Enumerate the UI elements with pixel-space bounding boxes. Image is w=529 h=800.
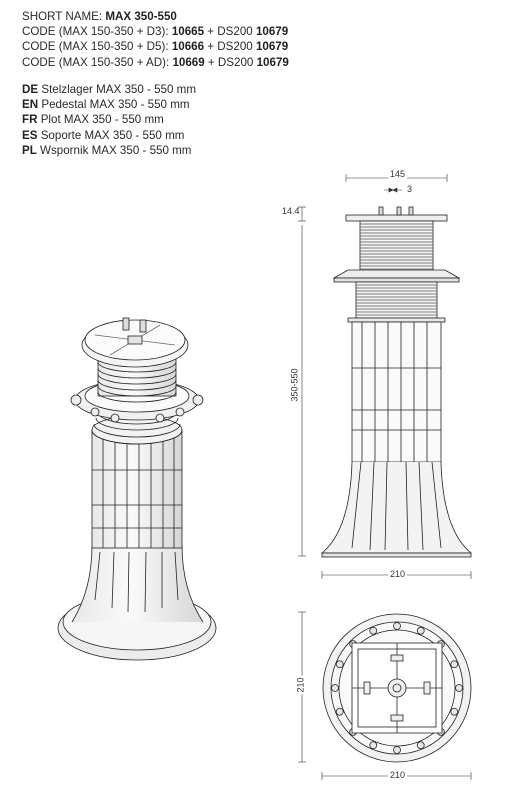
plan-hole [393,622,401,630]
language-text: Soporte MAX 350 - 550 mm [37,128,185,142]
dim-base-width-plan: 210 [388,770,408,780]
language-code: ES [22,128,38,142]
plan-hole [455,684,463,692]
pedestal-perspective-view [57,317,217,661]
code-line: CODE (MAX 150-350 + D5): 10666 + DS200 1… [22,39,289,54]
short-name-value: MAX 350-550 [105,10,177,23]
plan-hole [450,707,459,716]
language-line: PL Wspornik MAX 350 - 550 mm [22,143,196,158]
code-line: CODE (MAX 150-350 + D3): 10665 + DS200 1… [22,24,289,39]
code-mid: + DS200 [204,55,257,69]
lower-thread [91,411,183,445]
language-text: Pedestal MAX 350 - 550 mm [38,98,190,112]
language-code: FR [22,113,38,127]
code-prefix: CODE (MAX 150-350 + AD): [22,55,173,69]
plan-hole [450,660,459,669]
code-mid: + DS200 [204,25,256,39]
dim-height-range: 350-550 [289,366,300,404]
dim-base-height-plan: 210 [295,675,306,695]
language-code: DE [22,83,39,96]
plan-hole [369,741,378,750]
language-line: FR Plot MAX 350 - 550 mm [22,112,196,127]
language-code: EN [22,98,39,112]
language-code: PL [22,143,37,157]
plan-hole [393,746,401,754]
code-number: 10679 [255,40,289,54]
short-name-line: SHORT NAME: MAX 350-550 [22,9,289,24]
code-number: 10666 [171,40,205,54]
language-text: Wspornik MAX 350 - 550 mm [36,143,192,157]
dim-top-thickness: 14.4 [282,206,300,216]
code-prefix: CODE (MAX 150-350 + D3): [22,25,172,39]
code-line: CODE (MAX 150-350 + AD): 10669 + DS200 1… [22,55,289,70]
plan-hole [335,660,344,669]
code-number: 10679 [256,55,289,69]
product-header: SHORT NAME: MAX 350-550 CODE (MAX 150-35… [22,9,289,70]
pedestal-plan-view [322,613,472,763]
code-number: 10669 [172,55,205,69]
plan-hole [335,707,344,716]
plan-hole [331,684,339,692]
code-mid: + DS200 [204,40,256,54]
dim-top-gap: 3 [407,184,413,194]
language-line: EN Pedestal MAX 350 - 550 mm [22,97,196,112]
pedestal-side-view [320,206,473,558]
language-list: DE Stelzlager MAX 350 - 550 mm EN Pedest… [22,82,196,158]
language-line: ES Soporte MAX 350 - 550 mm [22,128,196,143]
language-text: Stelzlager MAX 350 - 550 mm [38,83,196,96]
plan-hole [416,741,425,750]
code-number: 10679 [255,25,289,39]
plan-hole [416,626,425,635]
code-number: 10665 [171,25,205,39]
code-prefix: CODE (MAX 150-350 + D5): [22,40,172,54]
plan-hole [369,626,378,635]
short-name-label: SHORT NAME: [22,10,106,23]
dim-top-width: 145 [388,169,408,179]
language-line: DE Stelzlager MAX 350 - 550 mm [22,82,196,97]
language-text: Plot MAX 350 - 550 mm [37,113,164,127]
dim-base-width-side: 210 [388,569,408,579]
